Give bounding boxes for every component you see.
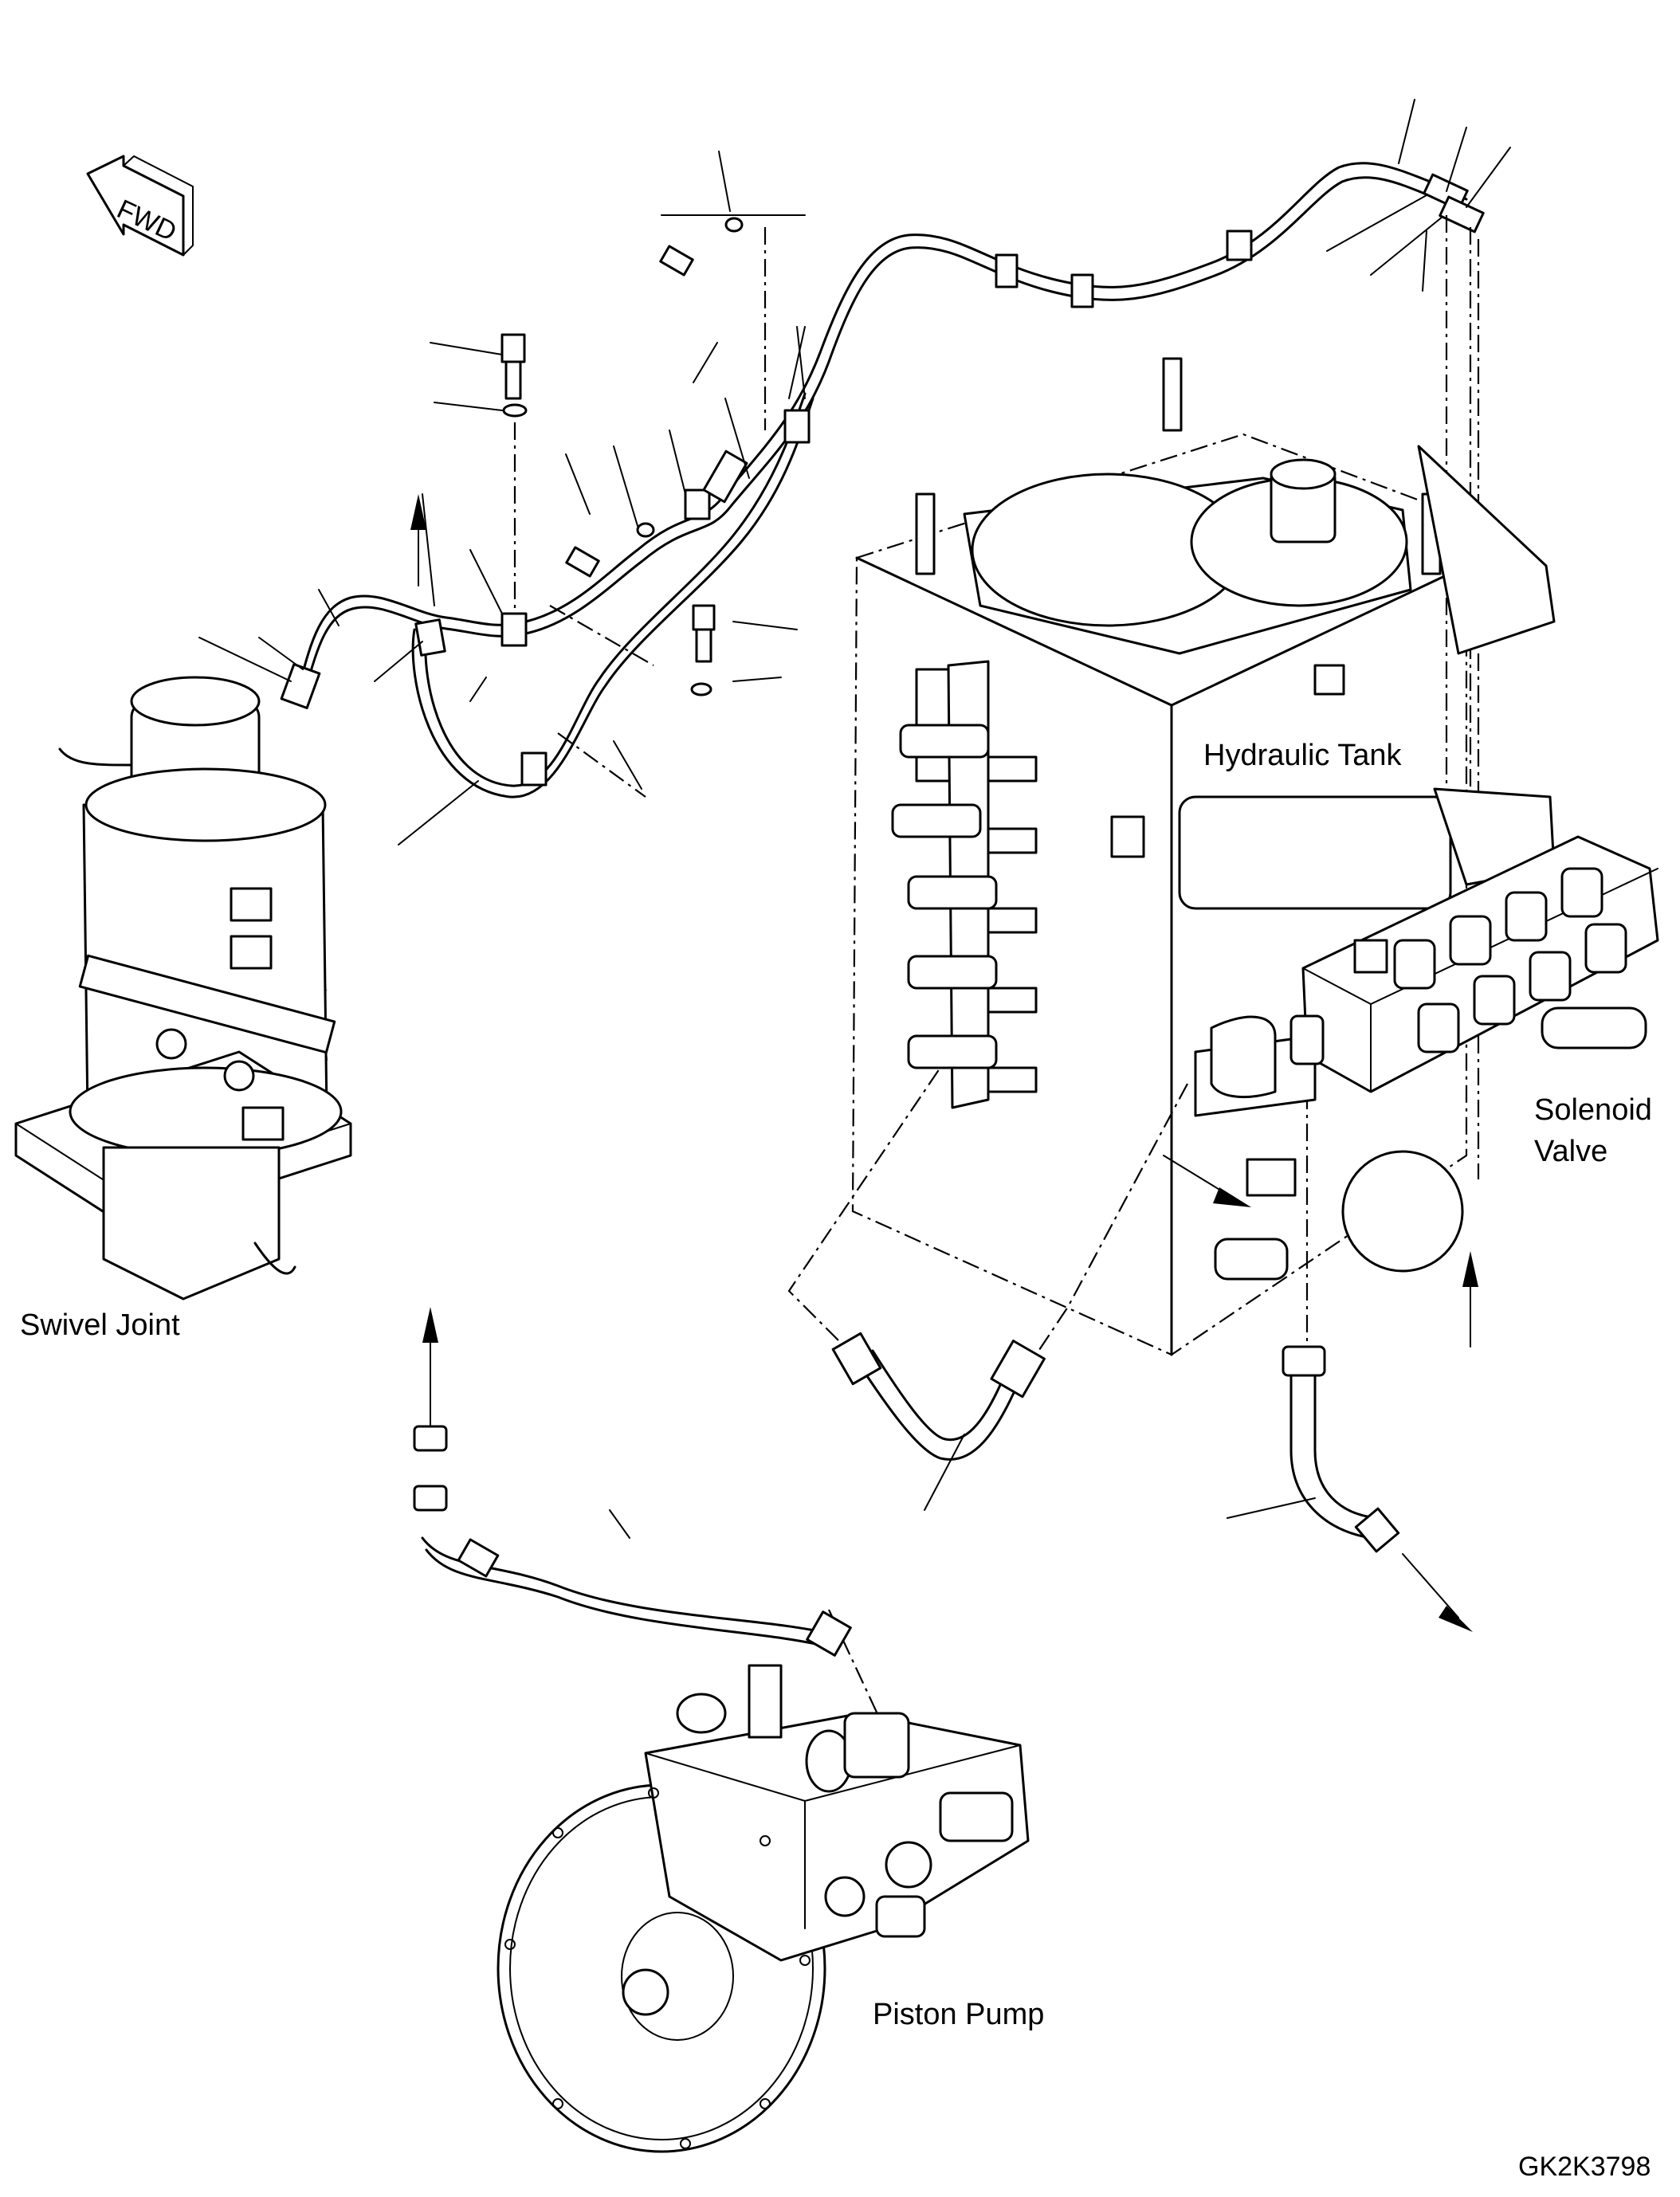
flow-arrow-icon [311,494,1478,1632]
piston-pump-label: Piston Pump [873,1998,1044,2031]
solenoid-valve-label-line2: Valve [1534,1135,1607,1168]
solenoid-valve-label-line1: Solenoid [1534,1093,1652,1127]
swivel-joint-label: Swivel Joint [20,1308,180,1342]
upper-hose-assembly [280,162,1485,798]
hydraulic-tank-drawing [851,357,1556,1356]
solenoid-valve-drawing [1210,835,1659,1099]
drawing-code: GK2K3798 [1518,2152,1651,2182]
swivel-joint-drawing [14,676,352,1301]
fwd-arrow-icon: FWD [86,155,194,257]
piston-pump-drawing [497,1664,1030,2153]
lower-hose-assembly [413,1332,1400,1657]
hydraulic-tank-label: Hydraulic Tank [1203,739,1403,772]
bolt-icon [500,217,748,696]
leader-lines [198,99,1511,1539]
